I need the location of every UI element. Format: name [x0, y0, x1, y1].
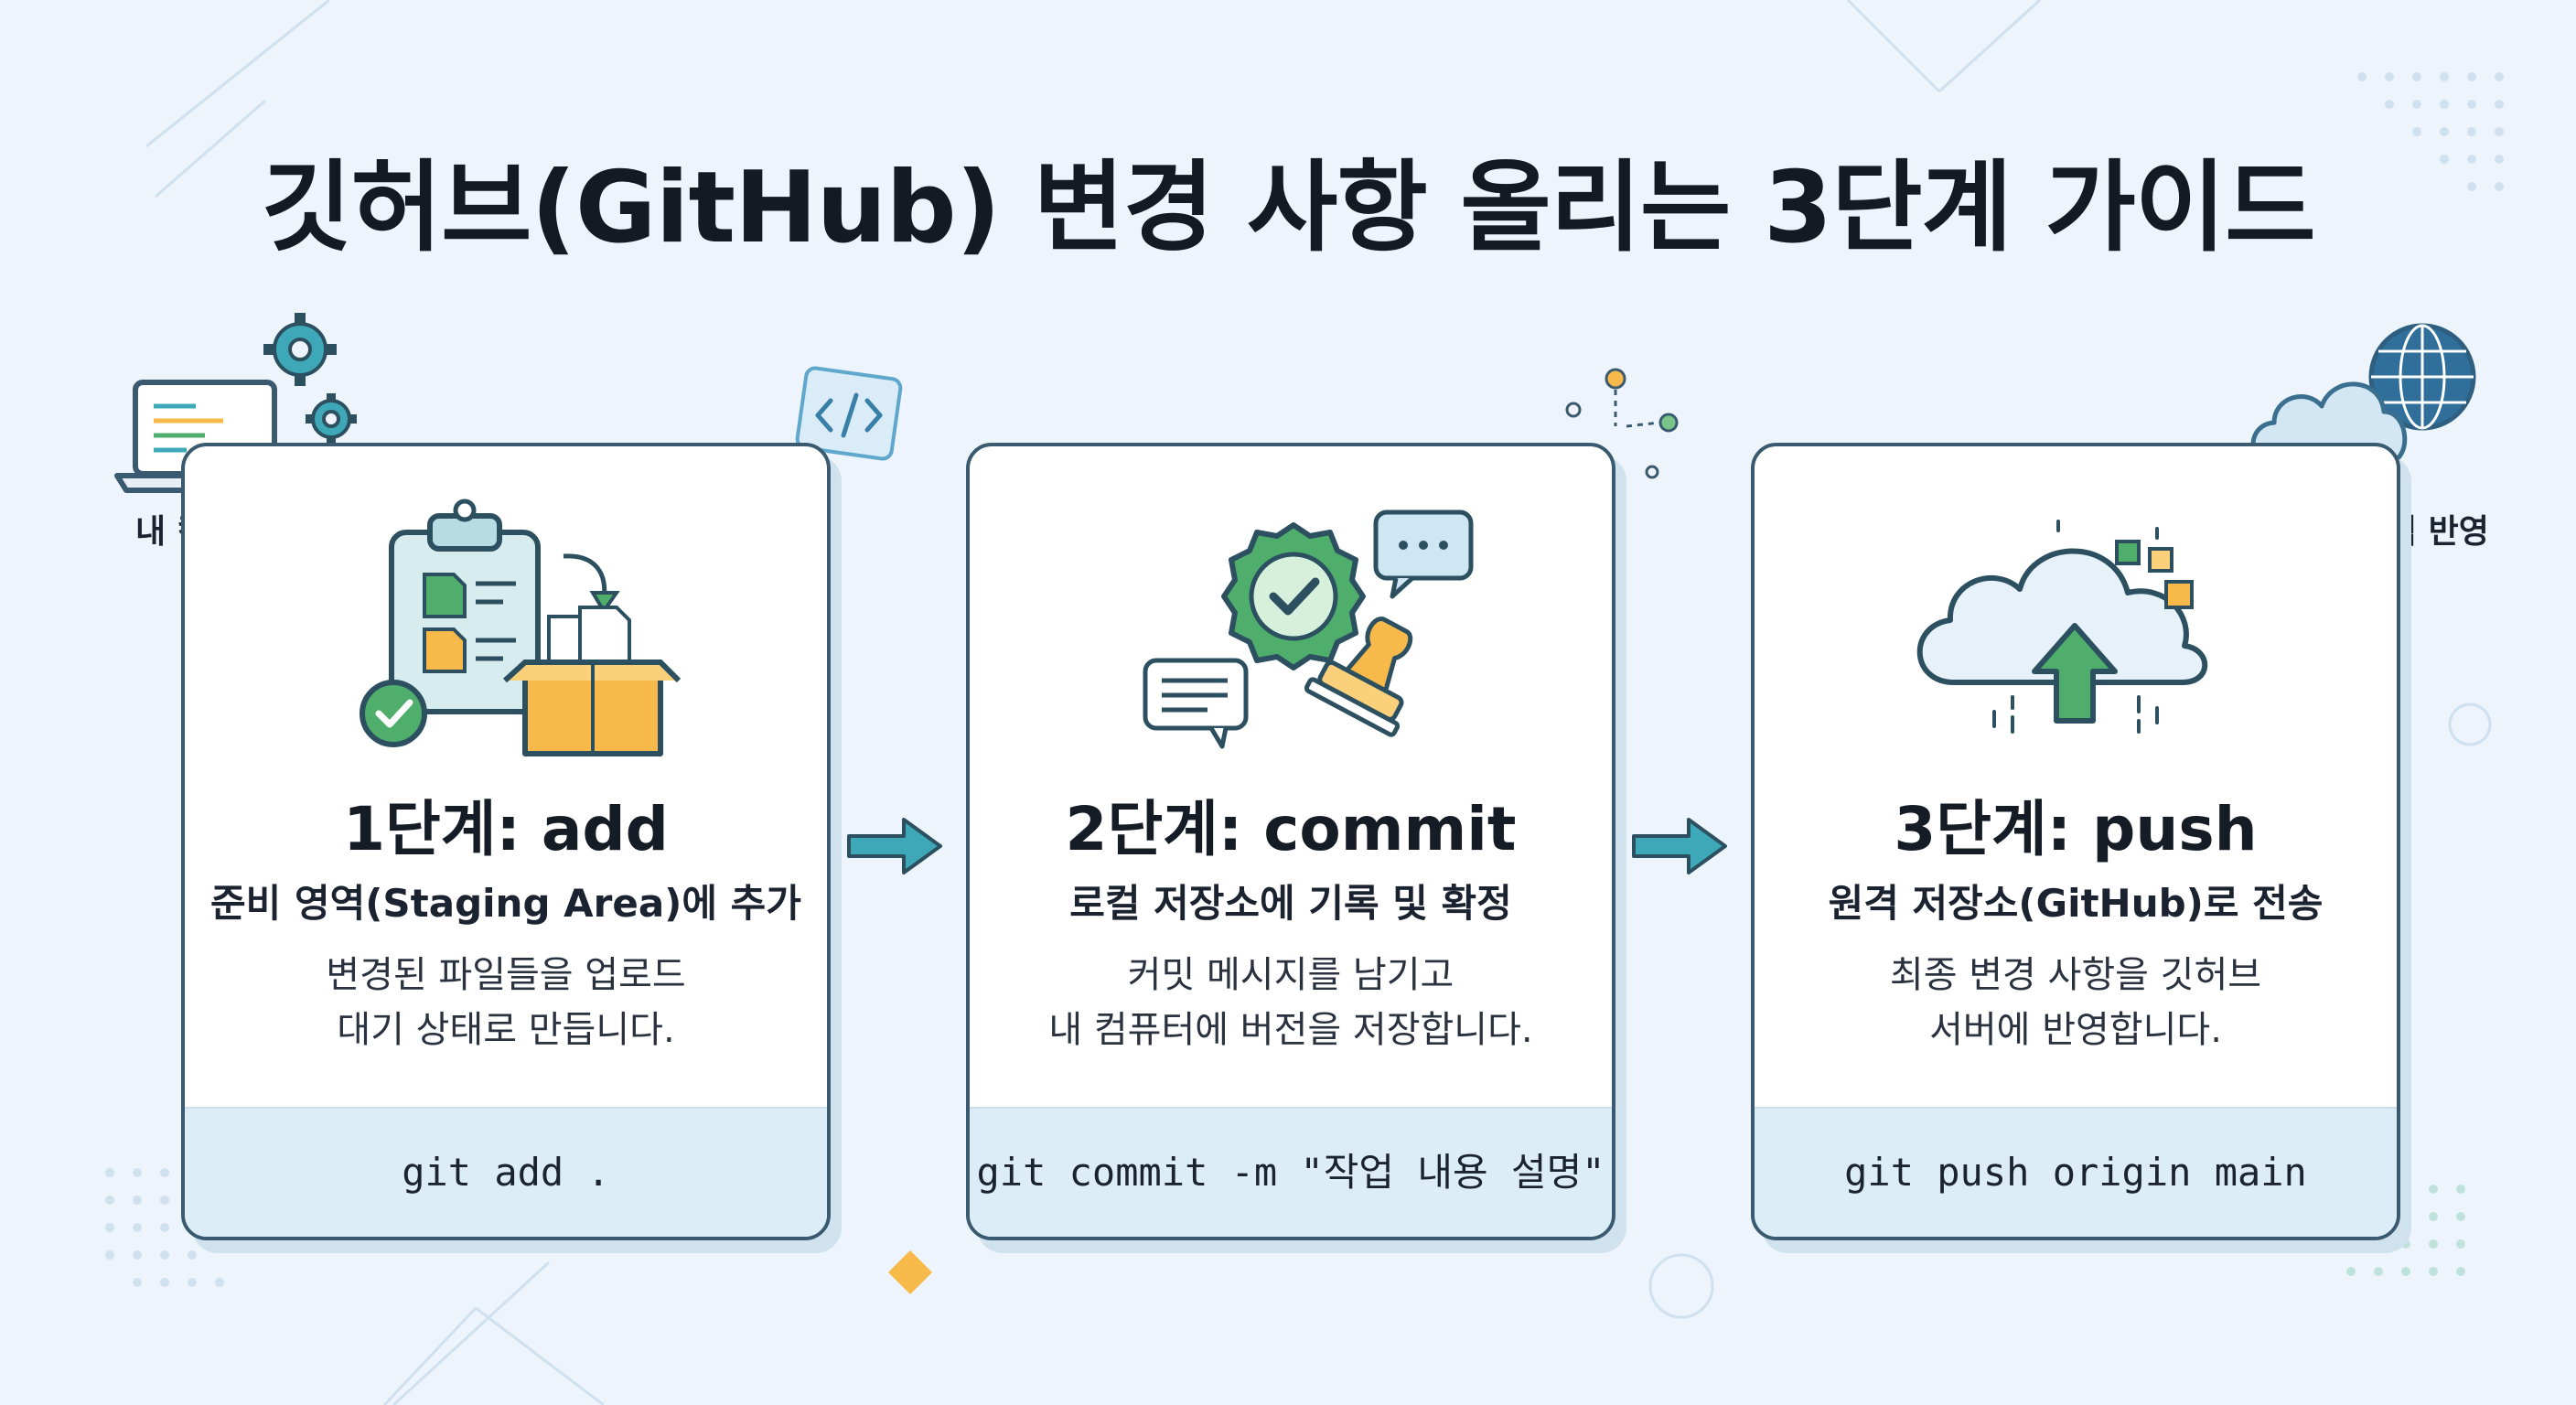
- step-description-line: 변경된 파일들을 업로드: [326, 954, 686, 996]
- step-description-line: 내 컴퓨터에 버전을 저장합니다.: [1048, 1009, 1533, 1051]
- arrow-right-icon: [1632, 818, 1727, 874]
- command-snippet[interactable]: git commit -m "작업 내용 설명": [970, 1107, 1612, 1237]
- step-card-add: 1단계: add 준비 영역(Staging Area)에 추가 변경된 파일들…: [181, 443, 831, 1240]
- step-title: 2단계: commit: [1065, 794, 1517, 864]
- step-description-line: 최종 변경 사항을 깃허브: [1889, 954, 2262, 996]
- clipboard-box-icon: [360, 499, 682, 756]
- gear-icon: [263, 313, 357, 445]
- step-title: 1단계: add: [343, 794, 669, 864]
- step-card-commit: 2단계: commit 로컬 저장소에 기록 및 확정 커밋 메시지를 남기고 …: [966, 443, 1615, 1240]
- step-description: 변경된 파일들을 업로드 대기 상태로 만듭니다.: [185, 948, 827, 1057]
- step-description-line: 대기 상태로 만듭니다.: [337, 1009, 675, 1051]
- command-snippet[interactable]: git add .: [185, 1107, 827, 1237]
- step-subtitle: 로컬 저장소에 기록 및 확정: [1069, 881, 1512, 926]
- command-snippet[interactable]: git push origin main: [1755, 1107, 2397, 1237]
- step-description: 커밋 메시지를 남기고 내 컴퓨터에 버전을 저장합니다.: [970, 948, 1612, 1057]
- step-subtitle: 준비 영역(Staging Area)에 추가: [210, 881, 801, 926]
- cloud-upload-icon: [1916, 520, 2208, 734]
- step-description-line: 서버에 반영합니다.: [1929, 1009, 2222, 1051]
- step-subtitle: 원격 저장소(GitHub)로 전송: [1828, 881, 2324, 926]
- step-description: 최종 변경 사항을 깃허브 서버에 반영합니다.: [1755, 948, 2397, 1057]
- step-card-push: 3단계: push 원격 저장소(GitHub)로 전송 최종 변경 사항을 깃…: [1751, 443, 2400, 1240]
- badge-stamp-icon: [1143, 509, 1474, 749]
- page-title: 깃허브(GitHub) 변경 사항 올리는 3단계 가이드: [261, 151, 2315, 265]
- arrow-right-icon: [847, 818, 942, 874]
- code-tag-icon: [795, 366, 903, 461]
- step-title: 3단계: push: [1894, 794, 2258, 864]
- network-nodes-icon: [1565, 368, 1679, 479]
- step-description-line: 커밋 메시지를 남기고: [1127, 954, 1454, 996]
